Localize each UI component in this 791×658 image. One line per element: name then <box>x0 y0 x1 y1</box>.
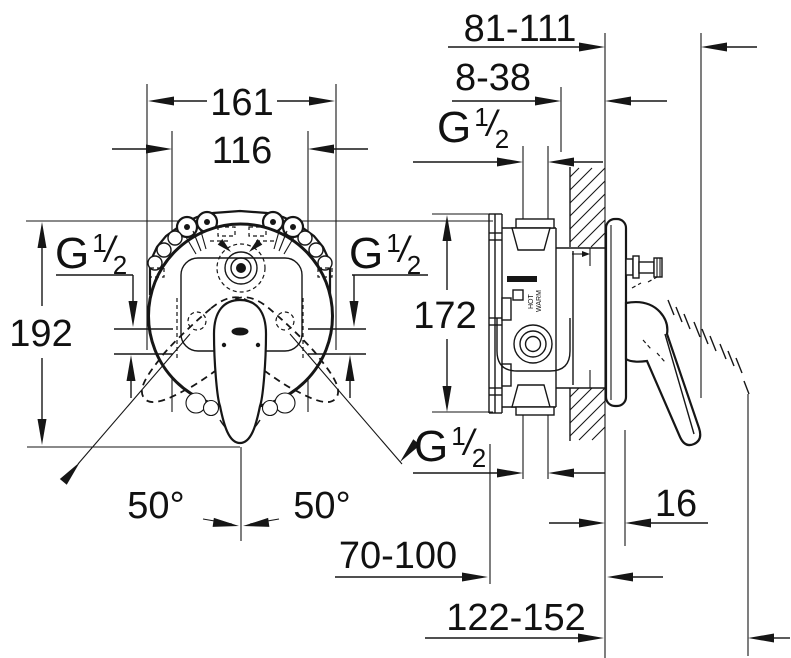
dim-width-inner: 116 <box>212 130 273 172</box>
angle-dimension <box>27 333 421 541</box>
marking-hot: HOT <box>528 294 535 310</box>
dim-body-depth: 70-100 <box>339 535 457 577</box>
dim-body-height: 172 <box>413 295 476 337</box>
dimension-lines <box>37 42 790 643</box>
mounting-plate <box>488 213 512 414</box>
rough-in-details <box>149 226 333 417</box>
dim-angle-left: 50° <box>127 485 184 527</box>
brand-mark <box>231 327 249 336</box>
handle-side <box>624 276 702 447</box>
dim-angle-right: 50° <box>293 485 350 527</box>
dim-depth-max: 81-111 <box>464 8 577 50</box>
dim-wall-range: 8-38 <box>455 57 531 99</box>
dim-width-outer: 161 <box>210 82 273 124</box>
side-view: HOT WARM <box>488 167 750 447</box>
diverter-knob <box>625 255 663 279</box>
wall-section <box>569 167 606 441</box>
dim-escutcheon-depth: 16 <box>655 483 697 525</box>
valve-body: HOT WARM <box>496 218 606 416</box>
dimension-labels: 161 116 81-111 8-38 192 172 50° 50° 16 7… <box>9 8 697 639</box>
dim-height-overall: 192 <box>9 313 72 355</box>
dim-handle-depth: 122-152 <box>446 597 585 639</box>
lever-handle <box>212 298 268 445</box>
handle-phantom-breaks <box>667 299 750 395</box>
front-view <box>140 209 340 445</box>
escutcheon-side <box>604 217 628 408</box>
marking-warm: WARM <box>536 290 543 312</box>
